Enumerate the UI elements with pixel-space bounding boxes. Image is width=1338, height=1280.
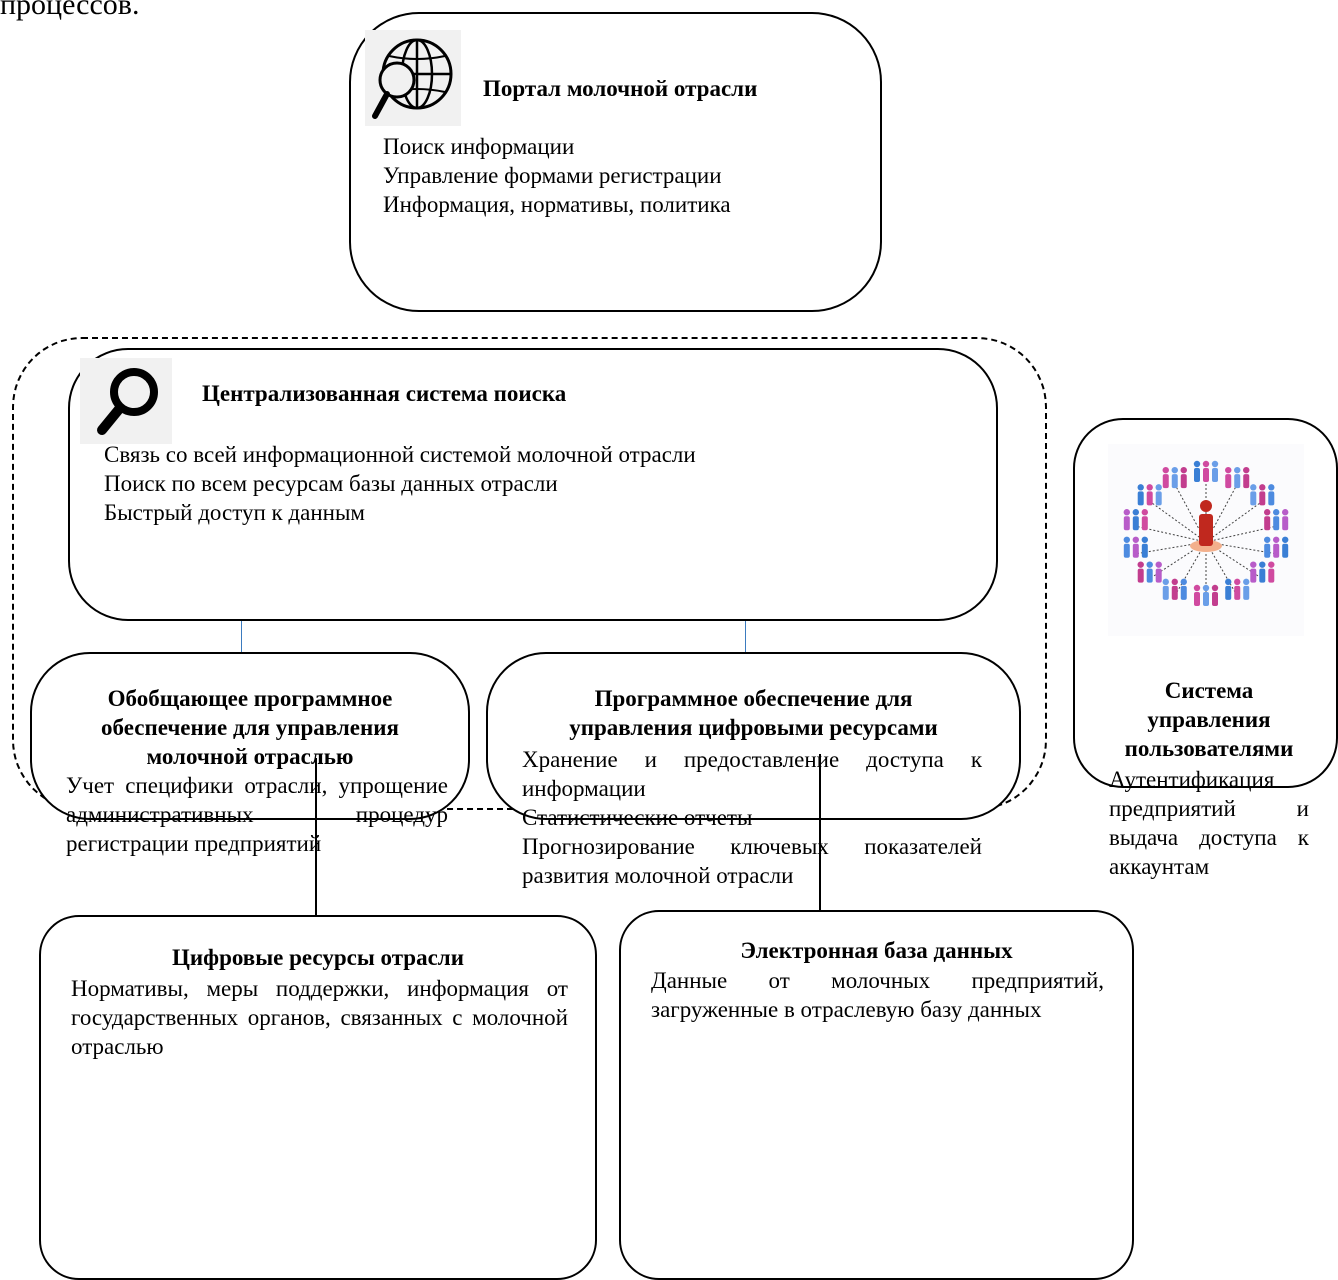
general-software-title-line: Обобщающее программное [107,686,393,711]
digital-resources-box [39,915,597,1280]
general-software-text: Учет специфики отрасли, упрощение админи… [66,773,448,856]
portal-item: Поиск информации [383,134,575,159]
general-software-box-true [30,652,470,820]
digital-software-item: Прогнозирование ключевых показателей раз… [522,834,982,888]
digital-resources-text: Нормативы, меры поддержки, информация от… [71,976,568,1059]
search-item: Связь со всей информационной системой мо… [104,442,696,467]
search-item: Поиск по всем ресурсам базы данных отрас… [104,471,558,496]
general-software-title: Обобщающее программное обеспечение для у… [50,684,450,771]
user-management-title: Система управления пользователями [1080,676,1338,763]
connector-search-general [241,621,242,653]
digital-software-title: Программное обеспечение для управления ц… [496,684,1011,742]
general-software-title-line: обеспечение для управления [101,715,399,740]
user-management-title-line: пользователями [1124,736,1294,761]
digital-software-items: Хранение и предоставление доступа к инфо… [522,745,982,890]
electronic-database-title: Электронная база данных [740,938,1013,963]
electronic-database-box [619,910,1134,1280]
digital-software-title-line: управления цифровыми ресурсами [569,715,938,740]
portal-title: Портал молочной отрасли [483,76,758,101]
user-management-text: Аутентификация предприятий и выдача дост… [1109,767,1309,879]
digital-software-item: Статистические отчеты [522,805,753,830]
digital-software-title-line: Программное обеспечение для [594,686,913,711]
general-software-title-line: молочной отраслью [146,744,354,769]
globe-search-icon [365,30,461,126]
digital-resources-title: Цифровые ресурсы отрасли [172,945,464,970]
user-network-icon [1108,444,1304,636]
search-system-box: Централизованная система поиска Связь со… [68,348,998,621]
portal-item: Информация, нормативы, политика [383,192,731,217]
digital-software-item: Хранение и предоставление доступа к инфо… [522,747,982,801]
top-text-fragment: процессов. [0,0,140,21]
user-management-title-line: управления [1147,707,1271,732]
connector-to-electronic-database [819,754,821,910]
portal-items: Поиск информации Управление формами реги… [383,132,731,219]
search-items: Связь со всей информационной системой мо… [104,440,696,527]
digital-software-box [486,652,1021,820]
portal-box: Портал молочной отрасли Поиск информации… [349,12,882,312]
search-title: Централизованная система поиска [202,381,567,406]
magnifier-icon [80,358,172,444]
user-management-title-line: Система [1164,678,1254,703]
search-item: Быстрый доступ к данным [104,500,365,525]
connector-search-digital [745,621,746,653]
electronic-database-text: Данные от молочных предприятий, загружен… [651,968,1104,1022]
portal-item: Управление формами регистрации [383,163,722,188]
connector-to-digital-resources [315,758,317,915]
